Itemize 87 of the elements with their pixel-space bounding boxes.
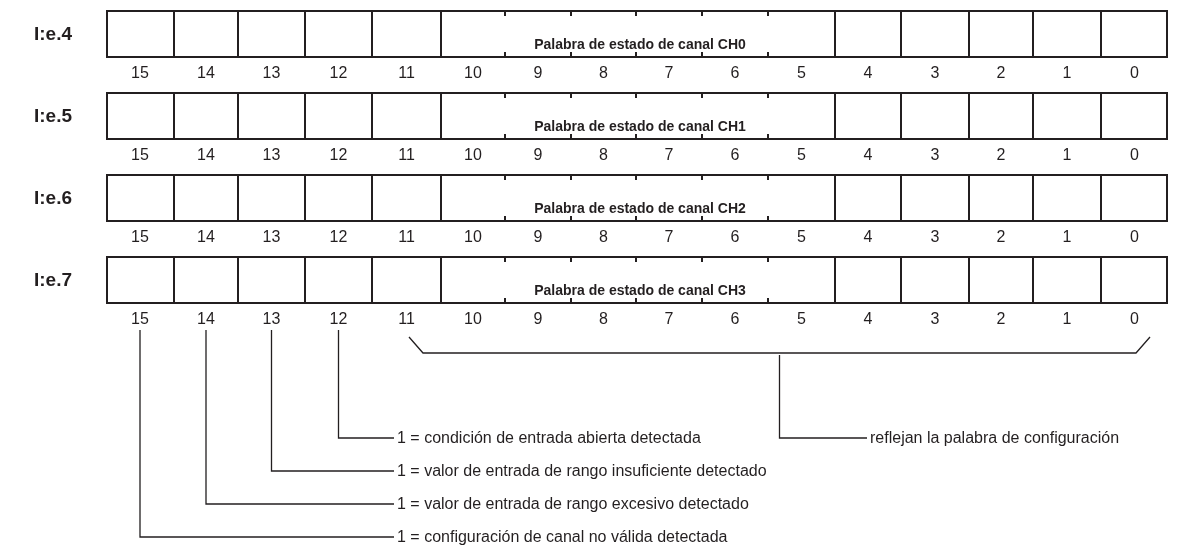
word-label: Palabra de estado de canal CH2: [533, 200, 747, 216]
annotation-text: reflejan la palabra de configuración: [870, 429, 1120, 447]
leader-line: [337, 329, 395, 439]
leader-line: [205, 329, 395, 505]
bit-number: 5: [796, 228, 807, 246]
bit-number: 9: [532, 64, 544, 82]
bit-number: 7: [663, 310, 675, 328]
bit-number: 12: [328, 64, 349, 82]
bit-number: 10: [463, 64, 483, 82]
word-label: Palabra de estado de canal CH3: [533, 282, 747, 298]
bit-number: 4: [862, 64, 874, 82]
bracket: [408, 336, 1151, 354]
word-label: Palabra de estado de canal CH0: [533, 36, 747, 52]
bit-number: 9: [532, 146, 544, 164]
bit-number: 13: [261, 146, 282, 164]
bit-number: 11: [397, 64, 416, 82]
bit-number: 7: [663, 64, 675, 82]
bit-number: 6: [729, 146, 741, 164]
bit-number: 6: [729, 310, 741, 328]
leader-line: [778, 354, 868, 439]
address-label: I:e.5: [34, 105, 73, 127]
annotation-text: 1 = configuración de canal no válida detectada: [397, 528, 728, 546]
bit-number: 15: [120, 310, 160, 328]
bit-number: 6: [729, 228, 741, 246]
bit-number: 11: [397, 228, 416, 246]
bit-number: 10: [463, 228, 483, 246]
bit-number: 2: [995, 146, 1007, 164]
bit-number: 1: [1061, 310, 1073, 328]
bit-number: 11: [397, 310, 416, 328]
bit-number: 7: [663, 146, 675, 164]
register-row: [106, 174, 1168, 222]
annotation-text: 1 = condición de entrada abierta detectada: [397, 429, 701, 447]
bit-number: 9: [532, 228, 544, 246]
bit-number: 3: [929, 64, 941, 82]
bit-number: 8: [598, 310, 609, 328]
word-label: Palabra de estado de canal CH1: [533, 118, 747, 134]
bit-number: 15: [130, 228, 150, 246]
bit-number: 14: [196, 228, 216, 246]
register-row: [106, 92, 1168, 140]
register-row: [106, 10, 1168, 58]
bit-number: 0: [1129, 228, 1140, 246]
bit-number: 10: [463, 310, 483, 328]
bit-number: 1: [1061, 146, 1073, 164]
bit-number: 8: [598, 228, 609, 246]
bit-number: 14: [186, 310, 226, 328]
bit-number: 4: [862, 310, 874, 328]
bit-number: 11: [397, 146, 416, 164]
bit-number: 8: [598, 64, 609, 82]
bit-number: 5: [796, 310, 807, 328]
bit-number: 0: [1129, 64, 1140, 82]
bit-number: 3: [929, 310, 941, 328]
bit-number: 13: [261, 228, 282, 246]
bit-number: 12: [328, 228, 349, 246]
bit-number: 14: [196, 64, 216, 82]
bit-number: 0: [1129, 146, 1140, 164]
bit-number: 0: [1129, 310, 1140, 328]
bit-number: 10: [463, 146, 483, 164]
bit-number: 15: [130, 146, 150, 164]
bit-number: 1: [1061, 228, 1073, 246]
bit-number: 1: [1061, 64, 1073, 82]
annotation-text: 1 = valor de entrada de rango excesivo detectado: [397, 495, 749, 513]
bit-number: 4: [862, 146, 874, 164]
bit-number: 3: [929, 228, 941, 246]
bit-number: 7: [663, 228, 675, 246]
address-label: I:e.6: [34, 187, 73, 209]
bit-number: 14: [196, 146, 216, 164]
bit-number: 6: [729, 64, 741, 82]
bit-number: 9: [532, 310, 544, 328]
bit-number: 12: [318, 310, 359, 328]
bit-number: 5: [796, 64, 807, 82]
bit-number: 8: [598, 146, 609, 164]
leader-line: [139, 329, 395, 538]
bit-number: 2: [995, 228, 1007, 246]
bit-number: 13: [251, 310, 292, 328]
bit-number: 5: [796, 146, 807, 164]
address-label: I:e.7: [34, 269, 73, 291]
bit-number: 4: [862, 228, 874, 246]
annotation-text: 1 = valor de entrada de rango insuficiente detectado: [397, 462, 767, 480]
bit-number: 3: [929, 146, 941, 164]
bit-number: 15: [130, 64, 150, 82]
register-row: [106, 256, 1168, 304]
bit-number: 12: [328, 146, 349, 164]
bit-number: 2: [995, 64, 1007, 82]
bit-number: 13: [261, 64, 282, 82]
bit-number: 2: [995, 310, 1007, 328]
leader-line: [270, 329, 395, 472]
address-label: I:e.4: [34, 23, 73, 45]
